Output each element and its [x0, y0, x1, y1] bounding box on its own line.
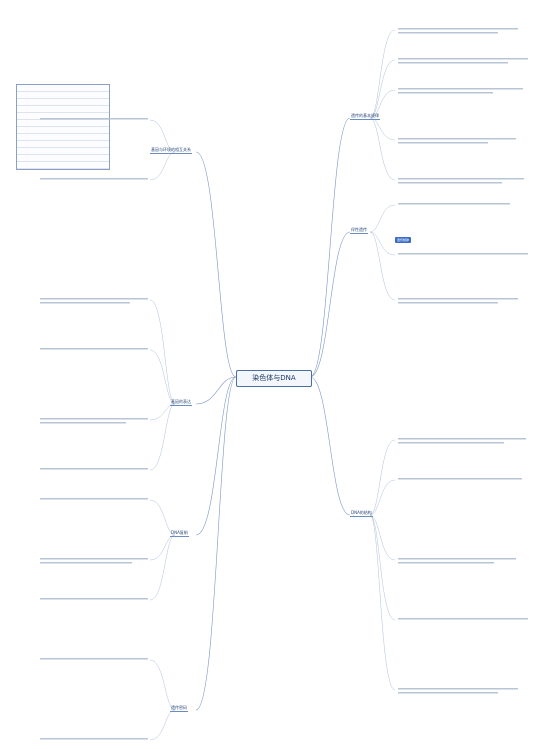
table-row: [17, 92, 109, 99]
highlight-node[interactable]: 遗传规律: [395, 237, 412, 243]
leaf-lines-right: [398, 28, 528, 694]
connector-r2: [309, 231, 351, 378]
table-row: [17, 141, 109, 148]
connector-r1: [309, 117, 351, 378]
connector-l2: [195, 376, 237, 405]
connector-l4: [195, 376, 237, 711]
leaf-lines-left: [40, 118, 148, 740]
branch-r2[interactable]: 伴性遗传: [350, 227, 368, 234]
connector-l3: [195, 376, 237, 536]
table-row: [17, 85, 109, 92]
branch-l2[interactable]: 基因的表达: [170, 399, 192, 406]
table-row: [17, 134, 109, 141]
table-row: [17, 99, 109, 106]
branch-r1[interactable]: 遗传的基本规律: [350, 113, 380, 120]
table-row: [17, 106, 109, 113]
branch-l1[interactable]: 基因与环境的相互关系: [150, 147, 192, 154]
table-row: [17, 155, 109, 162]
table-row: [17, 127, 109, 134]
summary-table: [16, 84, 110, 170]
central-topic[interactable]: 染色体与DNA: [236, 370, 312, 387]
connector-r3: [309, 376, 351, 516]
connector-l1: [195, 151, 237, 378]
table-row: [17, 148, 109, 155]
branch-l4[interactable]: 遗传密码: [170, 705, 188, 712]
table-row: [17, 120, 109, 127]
table-row: [17, 162, 109, 169]
branch-l3[interactable]: DNA复制: [170, 530, 189, 537]
branch-r3[interactable]: DNA的结构: [350, 510, 373, 517]
